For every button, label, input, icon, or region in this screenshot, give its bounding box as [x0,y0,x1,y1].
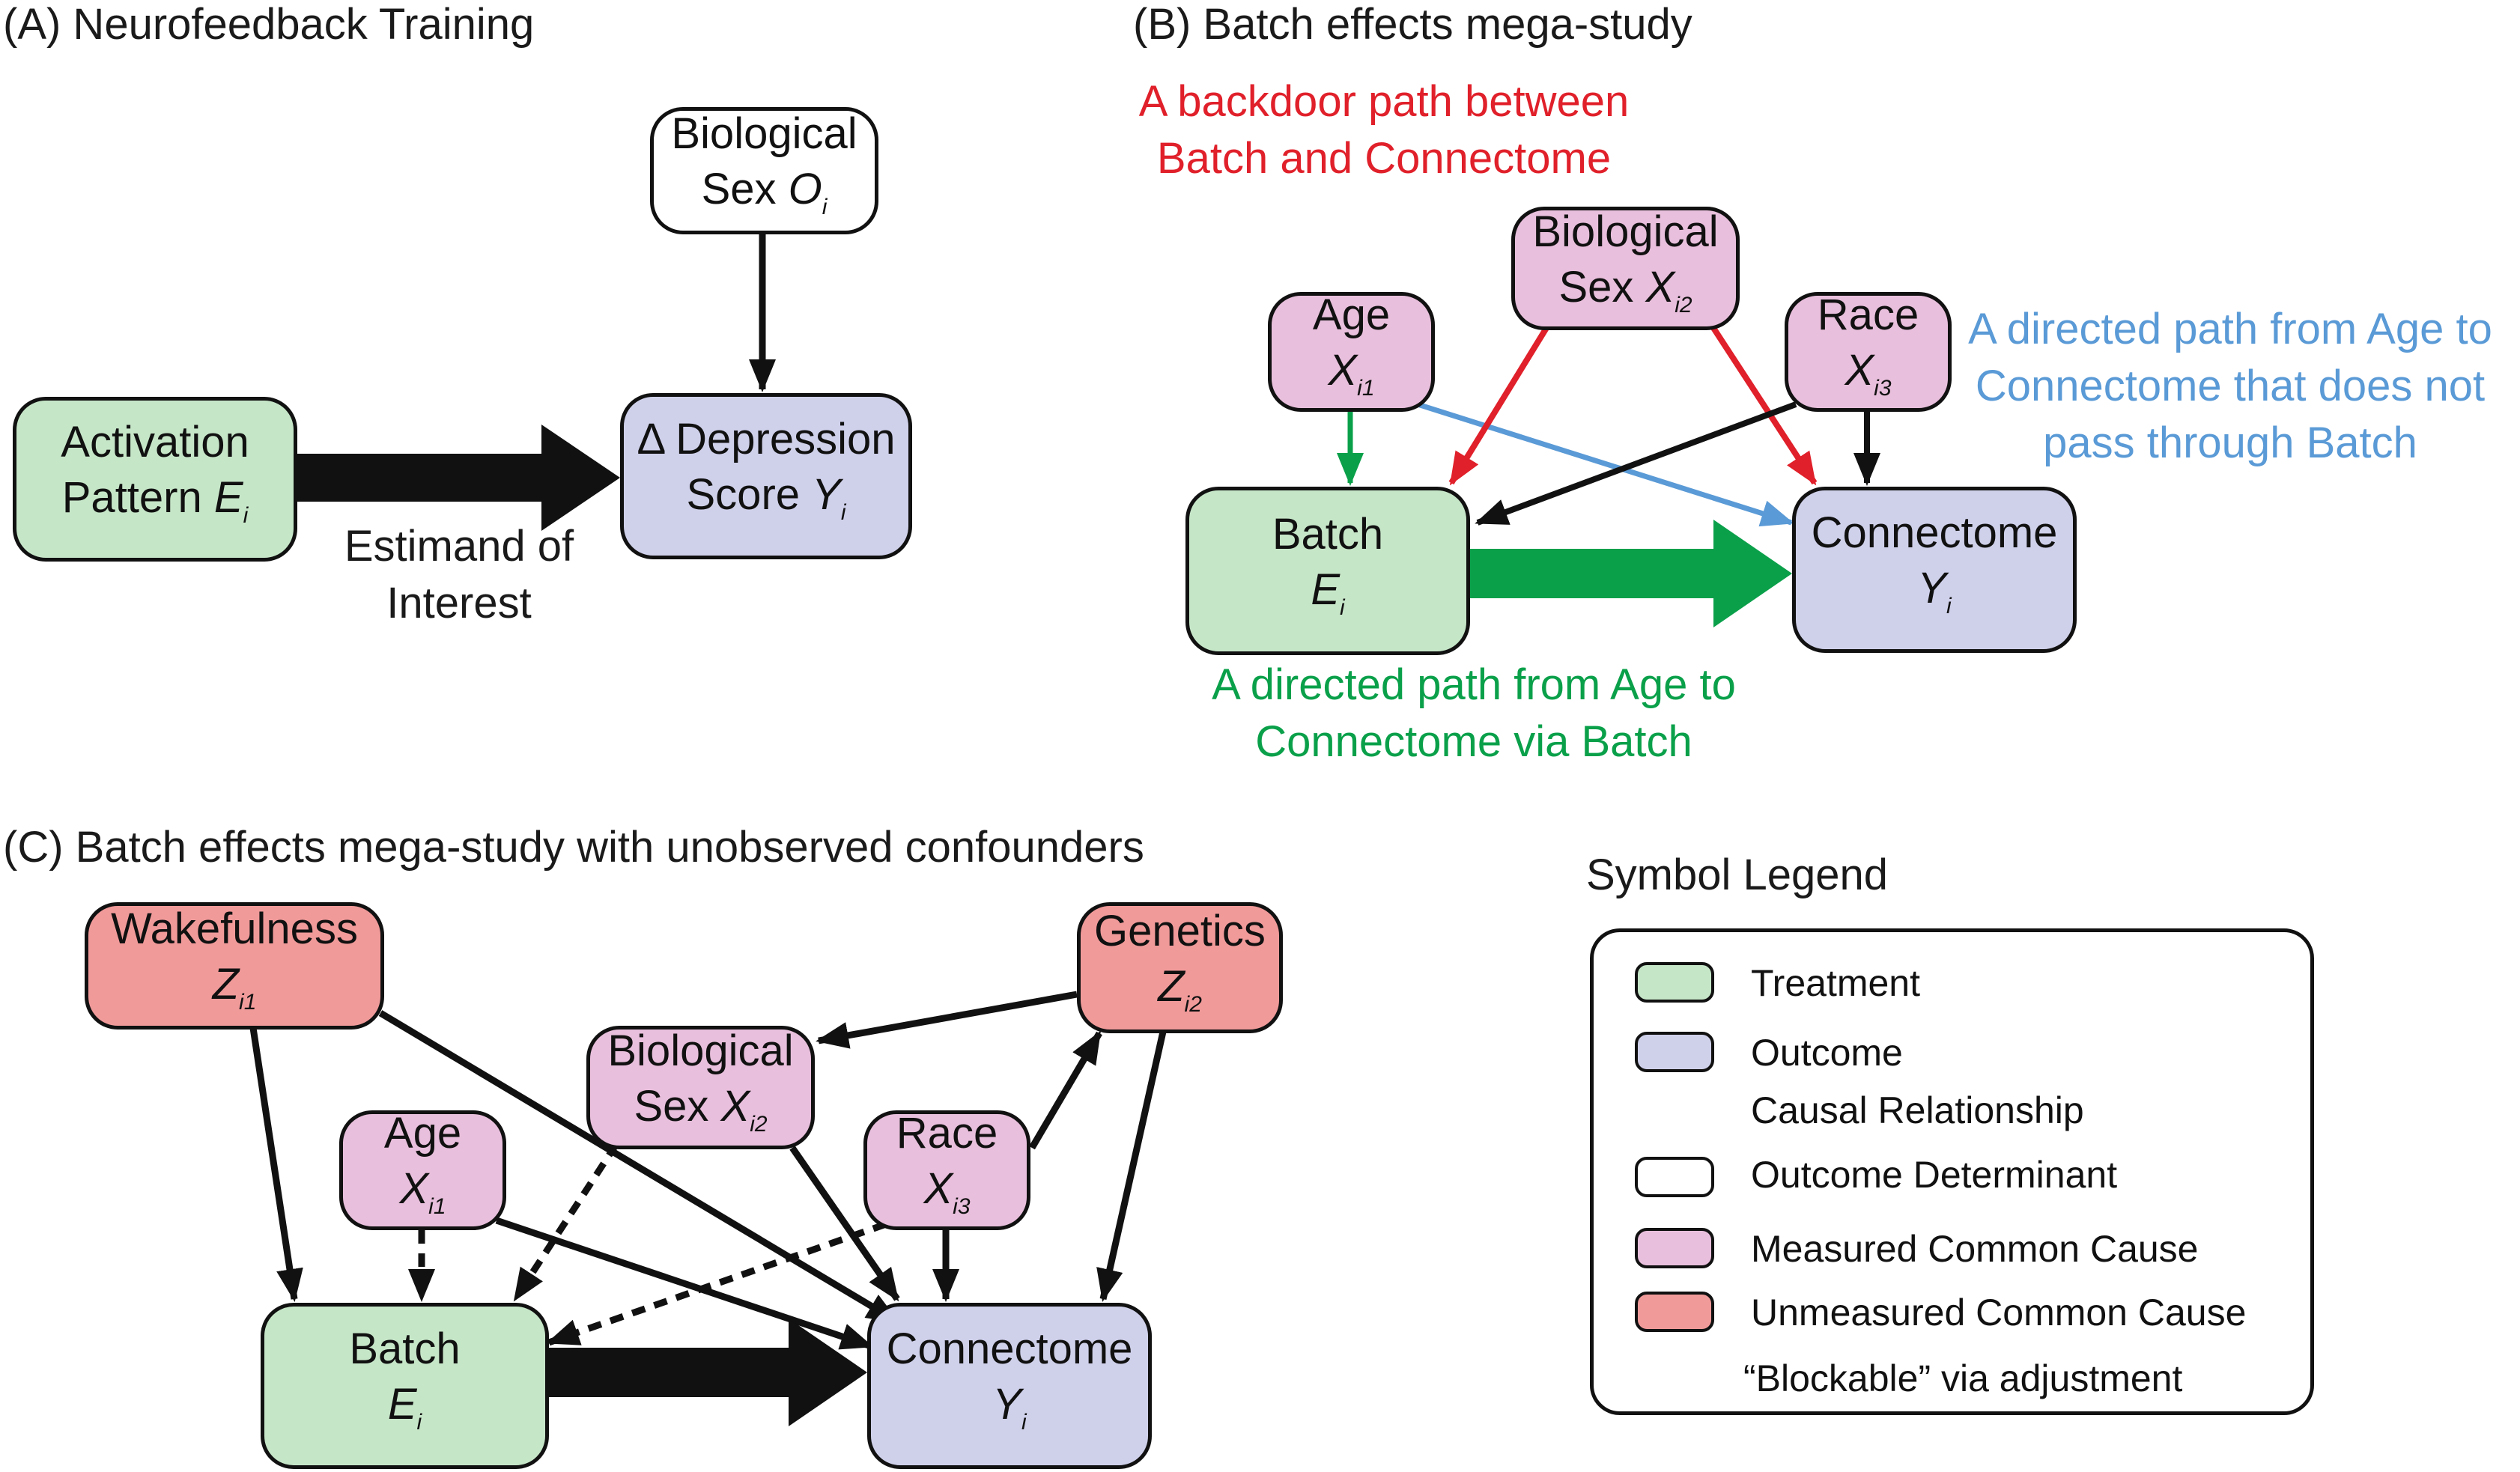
legend-swatch-outcome [1635,1032,1714,1072]
node-line1: Biological [671,109,857,158]
legend-swatch-measured [1635,1228,1714,1268]
edge-c-race-to-batch-dashed [546,1220,887,1346]
legend-label-outcome: Outcome [1751,1032,1903,1074]
node-b-race: Race Xi3 [1785,291,1952,412]
edge-c-wake-to-batch [249,1027,303,1302]
legend-label-unmeasured: Unmeasured Common Cause [1751,1292,2247,1333]
node-line2: Pattern Ei [61,473,249,528]
panel-c-title: (C) Batch effects mega-study with unobse… [3,823,1144,872]
node-line2: Xi3 [923,1164,971,1219]
node-line1: Race [1817,291,1919,339]
node-line1: Connectome [1811,508,2058,557]
node-line1: Biological [1532,207,1719,256]
legend-label-measured: Measured Common Cause [1751,1228,2199,1270]
node-line1: Age [1312,291,1391,339]
node-biological-sex-o: Biological Sex Oi [650,107,878,234]
node-line2: Zi1 [212,960,257,1015]
node-line1: Wakefulness [111,904,358,953]
node-depression-score: Δ Depression Score Yi [620,393,912,559]
edge-c-sex-to-connectome [789,1146,900,1302]
edge-b-batch-to-connectome-thick [1470,520,1792,627]
node-line1: Age [383,1109,462,1158]
node-line1: Biological [607,1026,794,1075]
edge-b-sex-to-batch [1448,326,1549,486]
edge-c-race-to-genetics [1029,1030,1102,1150]
legend-swatch-unmeasured [1635,1292,1714,1332]
legend-label-blockable: “Blockable” via adjustment [1743,1357,2183,1399]
annotation-directed-blue: A directed path from Age to Connectome t… [1968,305,2492,467]
edge-c-batch-to-connectome-thick [549,1319,867,1426]
legend-swatch-determinant [1635,1157,1714,1197]
node-c-batch: Batch Ei [261,1303,549,1469]
edge-c-age-to-connectome [495,1217,874,1350]
edge-b-age-to-connectome [1416,401,1794,527]
node-b-age: Age Xi1 [1268,291,1435,412]
node-line2: Sex Oi [701,165,828,219]
legend-swatch-treatment [1635,962,1714,1003]
legend-label-determinant: Outcome Determinant [1751,1154,2118,1196]
annotation-directed-green: A directed path from Age to Connectome v… [1212,660,1736,766]
node-c-biological-sex: Biological Sex Xi2 [586,1026,815,1149]
node-line2: Score Yi [686,470,846,525]
legend-label-treatment: Treatment [1751,962,1921,1004]
node-b-biological-sex: Biological Sex Xi2 [1511,207,1740,330]
node-b-batch: Batch Ei [1185,487,1470,655]
node-line2: Xi1 [399,1164,446,1219]
node-c-age: Age Xi1 [339,1109,506,1230]
edge-c-genetics-to-sex [816,991,1078,1049]
annotation-backdoor: A backdoor path between Batch and Connec… [1138,77,1630,183]
node-activation-pattern: Activation Pattern Ei [13,397,297,562]
legend-title: Symbol Legend [1586,851,1889,899]
node-b-connectome: Connectome Yi [1792,487,2077,653]
node-c-race: Race Xi3 [863,1109,1030,1230]
annotation-estimand: Estimand of Interest [344,522,574,627]
node-line1: Genetics [1094,906,1266,955]
node-line2: Ei [1311,565,1345,620]
node-line2: Sex Xi2 [634,1081,768,1137]
edge-c-genetics-to-connectome [1096,1031,1167,1302]
node-line2: Zi2 [1158,961,1202,1017]
panel-b-title: (B) Batch effects mega-study [1133,0,1692,49]
node-line1: Batch [1272,509,1384,559]
edge-c-sex-to-batch-dashed [512,1142,619,1302]
node-line1: Race [896,1109,998,1158]
node-line1: Connectome [886,1325,1133,1373]
legend-label-causal: Causal Relationship [1751,1089,2084,1131]
edge-a-activation-to-depression-thick [297,425,620,531]
node-line2: Xi1 [1328,346,1375,401]
node-line2: Yi [992,1380,1027,1435]
node-c-wakefulness: Wakefulness Zi1 [85,902,384,1030]
node-line2: Ei [387,1380,422,1435]
node-line2: Xi3 [1845,346,1892,401]
node-line2: Yi [1917,564,1952,618]
edge-c-wake-to-connectome [378,1010,900,1325]
node-line1: Activation [61,418,249,466]
edge-b-race-to-batch [1475,401,1797,526]
node-line1: Batch [349,1325,461,1373]
node-c-genetics: Genetics Zi2 [1077,902,1283,1033]
panel-a-title: (A) Neurofeedback Training [3,0,535,49]
node-line1: Δ Depression [637,415,896,463]
node-line2: Sex Xi2 [1558,262,1692,317]
edge-b-sex-to-connectome [1710,326,1818,486]
node-c-connectome: Connectome Yi [867,1303,1152,1469]
